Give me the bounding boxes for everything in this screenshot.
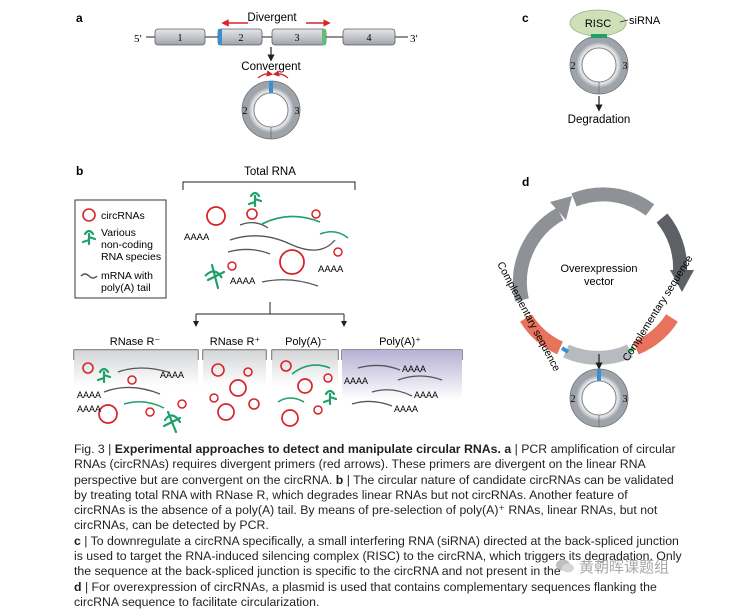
svg-text:AAAA: AAAA — [77, 390, 101, 400]
complementary-left-label: Complementary sequence — [494, 260, 562, 374]
caption-d-label: d — [74, 579, 82, 594]
sirna-pointer — [619, 19, 629, 23]
vector-label-1: Overexpression — [560, 263, 637, 275]
circrna-ring-d: 2 3 — [570, 369, 628, 427]
legend-circrna-text: circRNAs — [101, 210, 145, 222]
watermark: 黄朝晖课题组 — [555, 555, 669, 577]
polya-minus-label: Poly(A)⁻ — [285, 336, 327, 348]
watermark-text: 黄朝晖课题组 — [579, 557, 670, 576]
vector-label-2: vector — [584, 276, 614, 288]
total-rna-bracket — [182, 181, 356, 190]
svg-text:AAAA: AAAA — [394, 404, 418, 414]
panel-d-label: d — [522, 175, 529, 189]
svg-text:1: 1 — [178, 33, 183, 44]
caption-a-label: a — [504, 442, 512, 456]
svg-text:Various: Various — [101, 227, 136, 239]
svg-text:AAAA: AAAA — [344, 376, 368, 386]
divergent-label: Divergent — [247, 12, 297, 24]
polya-plus-box: AAAA AAAA AAAA AAAA — [341, 349, 463, 414]
wechat-icon — [556, 559, 574, 573]
svg-text:3: 3 — [295, 106, 300, 117]
svg-text:2: 2 — [243, 106, 248, 117]
polya-minus-box — [271, 349, 339, 427]
svg-text:AAAA: AAAA — [402, 364, 426, 374]
rnase-minus-label: RNase R⁻ — [110, 336, 161, 348]
rnase-minus-box: AAAA AAAA AAAA — [73, 349, 199, 434]
figure-3-illustration: a Divergent 5′ 3′ 1 2 3 4 Convergent 2 3… — [73, 9, 696, 434]
svg-text:AAAA: AAAA — [414, 390, 438, 400]
svg-text:3: 3 — [295, 33, 300, 44]
caption-fig-label: Fig. 3 | — [74, 442, 115, 456]
svg-text:AAAA: AAAA — [318, 264, 344, 275]
svg-text:3: 3 — [623, 394, 628, 405]
total-rna-label: Total RNA — [244, 166, 296, 178]
rnase-plus-label: RNase R⁺ — [210, 336, 261, 348]
caption-d-text: | For overexpression of circRNAs, a plas… — [74, 579, 657, 609]
caption-c-text: | To downregulate a circRNA specifically… — [74, 533, 682, 579]
svg-text:RISC: RISC — [585, 18, 611, 30]
total-rna-mixture: AAAA AAAA AAAA — [184, 191, 349, 290]
figure-caption: Fig. 3 | Experimental approaches to dete… — [74, 442, 682, 610]
caption-c-label: c — [74, 533, 81, 548]
legend-circrna-icon — [82, 208, 96, 222]
degradation-label: Degradation — [568, 114, 631, 126]
three-prime-label: 3′ — [410, 33, 418, 45]
svg-text:non-coding: non-coding — [101, 239, 153, 251]
convergent-arrow-left — [257, 70, 274, 79]
svg-text:2: 2 — [571, 394, 576, 405]
sirna-label: siRNA — [629, 15, 661, 27]
svg-text:2: 2 — [571, 61, 576, 72]
risc-complex: RISC — [569, 9, 627, 37]
svg-text:2: 2 — [239, 33, 244, 44]
svg-text:4: 4 — [367, 33, 372, 44]
circrna-ring-a: 2 3 — [242, 81, 300, 139]
panel-b-label: b — [76, 164, 83, 178]
panel-c-label: c — [522, 11, 529, 25]
caption-b-label: b — [335, 472, 344, 487]
exon-3: 3 — [271, 28, 327, 46]
exon-1: 1 — [154, 28, 206, 46]
svg-text:AAAA: AAAA — [160, 370, 184, 380]
caption-b-text: | The circular nature of candidate circR… — [74, 472, 674, 533]
exon-4: 4 — [342, 28, 396, 46]
svg-text:AAAA: AAAA — [230, 276, 256, 287]
svg-text:poly(A) tail: poly(A) tail — [101, 282, 151, 294]
svg-text:RNA species: RNA species — [101, 251, 161, 263]
svg-text:AAAA: AAAA — [77, 404, 101, 414]
legend-mrna-icon — [80, 273, 98, 279]
convergent-label: Convergent — [241, 61, 301, 73]
exon-2: 2 — [217, 28, 263, 46]
split-arrows — [193, 302, 347, 327]
circrna-ring-c: 2 3 — [570, 34, 628, 94]
panel-a-label: a — [76, 11, 83, 25]
plasmid-vector: Overexpression vector Complementary sequ… — [494, 187, 696, 374]
caption-title: Experimental approaches to detect and ma… — [114, 442, 501, 456]
svg-text:AAAA: AAAA — [184, 232, 210, 243]
legend-box: circRNAs Various non-coding RNA species … — [74, 199, 167, 299]
rnase-plus-box — [202, 349, 267, 421]
svg-text:mRNA with: mRNA with — [101, 270, 153, 282]
five-prime-label: 5′ — [134, 33, 142, 45]
caption-a-text: | PCR amplification of circular RNAs (ci… — [74, 442, 676, 487]
polya-plus-label: Poly(A)⁺ — [379, 336, 421, 348]
svg-text:3: 3 — [623, 61, 628, 72]
convergent-arrow-right — [272, 70, 289, 79]
